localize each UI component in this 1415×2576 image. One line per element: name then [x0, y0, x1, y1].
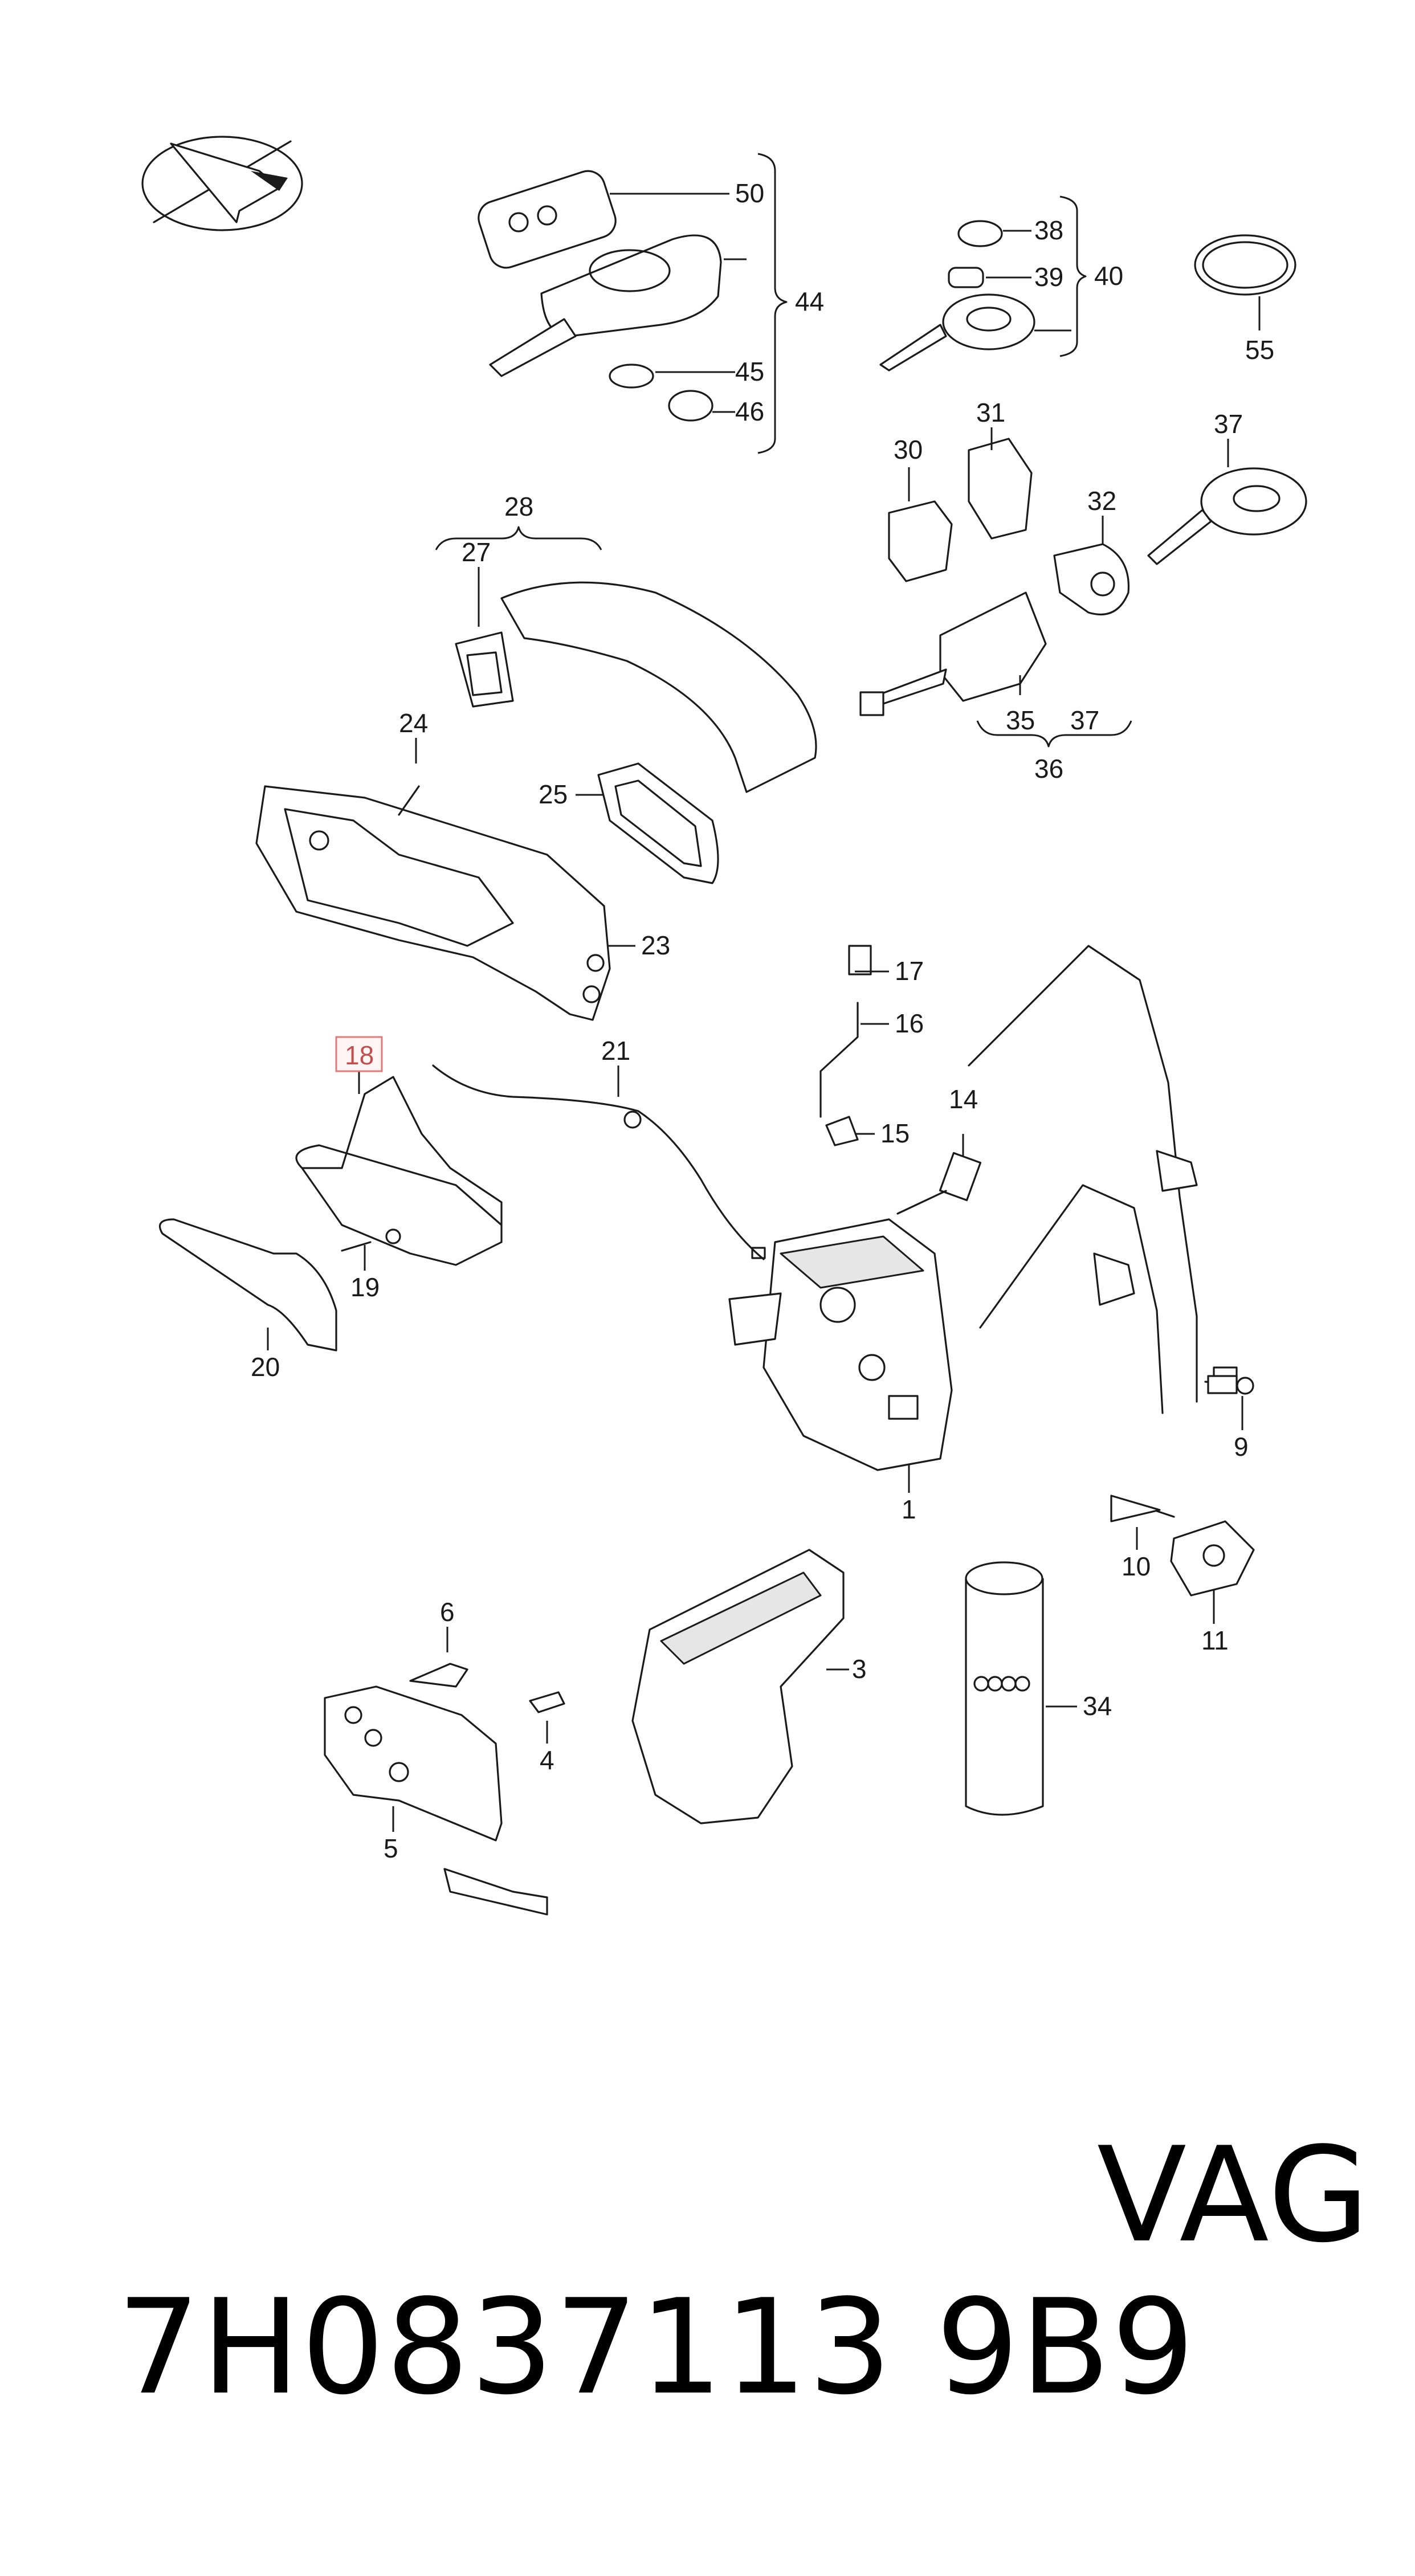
door-frame [968, 945, 1238, 1414]
striker-parts [1110, 1375, 1255, 1597]
lock-cylinder [859, 591, 1047, 716]
lock-small-parts [888, 438, 1307, 615]
door-switch [896, 1152, 982, 1215]
parts-diagram: 50 44 45 46 38 39 40 55 30 31 37 32 28 2… [141, 136, 1307, 1916]
lock-button-rod-parts [819, 945, 872, 1146]
callout-3[interactable]: 3 [852, 1654, 867, 1684]
callout-5[interactable]: 5 [384, 1834, 398, 1863]
callout-25[interactable]: 25 [539, 779, 568, 809]
lock-bracket-parts [324, 1663, 565, 1916]
callout-34[interactable]: 34 [1083, 1691, 1112, 1721]
callout-10[interactable]: 10 [1122, 1552, 1151, 1581]
release-cable [432, 1064, 766, 1260]
callout-14[interactable]: 14 [949, 1084, 978, 1114]
handle-gasket [597, 762, 719, 884]
callout-20[interactable]: 20 [251, 1352, 280, 1382]
leader-lines [267, 193, 1261, 1832]
callout-1[interactable]: 1 [902, 1495, 916, 1524]
callout-50[interactable]: 50 [735, 178, 764, 208]
callout-9[interactable]: 9 [1234, 1432, 1249, 1461]
callout-19[interactable]: 19 [350, 1272, 380, 1302]
wax-can [965, 1561, 1044, 1816]
orientation-arrow-icon [141, 136, 303, 231]
lock-cover-parts [159, 1076, 503, 1352]
outer-handle [455, 581, 817, 793]
bracket-28 [435, 526, 602, 550]
callout-23[interactable]: 23 [641, 930, 670, 960]
key-group [879, 220, 1296, 372]
callout-38[interactable]: 38 [1034, 215, 1063, 245]
callout-24[interactable]: 24 [399, 708, 428, 738]
bracket-44 [757, 153, 788, 454]
callout-32[interactable]: 32 [1087, 486, 1116, 516]
callout-36[interactable]: 36 [1034, 754, 1063, 783]
callout-37-second[interactable]: 37 [1070, 705, 1099, 735]
callout-35[interactable]: 35 [1006, 705, 1035, 735]
callout-11[interactable]: 11 [1201, 1626, 1229, 1655]
callouts: 50 44 45 46 38 39 40 55 30 31 37 32 28 2… [251, 178, 1274, 1863]
callout-45[interactable]: 45 [735, 357, 764, 386]
callout-44[interactable]: 44 [795, 287, 824, 316]
callout-46[interactable]: 46 [735, 397, 764, 426]
callout-30[interactable]: 30 [894, 435, 923, 464]
part-number: 7H0837113 9B9 [117, 2272, 1196, 2424]
callout-16[interactable]: 16 [895, 1009, 924, 1038]
lock-housing [631, 1549, 845, 1824]
callout-39[interactable]: 39 [1034, 262, 1063, 292]
part-number-footer: 7H0837113 9B9 VAG [31, 2120, 1388, 2424]
callout-21[interactable]: 21 [601, 1036, 630, 1065]
callout-17[interactable]: 17 [895, 956, 924, 986]
callout-4[interactable]: 4 [540, 1745, 554, 1775]
callout-55[interactable]: 55 [1245, 335, 1274, 365]
four-rings-logo-icon [973, 1676, 1030, 1692]
bracket-36 [976, 720, 1132, 748]
remote-key-group [478, 170, 722, 422]
callout-6[interactable]: 6 [440, 1597, 455, 1627]
bracket-40 [1059, 195, 1087, 357]
handle-carrier [255, 785, 611, 1021]
callout-18-highlight [335, 1036, 383, 1072]
door-lock [728, 1218, 953, 1471]
callout-40[interactable]: 40 [1094, 261, 1123, 291]
brand-name: VAG [1096, 2120, 1371, 2272]
callout-27[interactable]: 27 [462, 537, 491, 567]
callout-37[interactable]: 37 [1214, 409, 1243, 439]
callout-28[interactable]: 28 [504, 492, 533, 521]
callout-18[interactable]: 18 [345, 1040, 374, 1070]
callout-31[interactable]: 31 [976, 398, 1005, 427]
callout-15[interactable]: 15 [880, 1118, 910, 1148]
